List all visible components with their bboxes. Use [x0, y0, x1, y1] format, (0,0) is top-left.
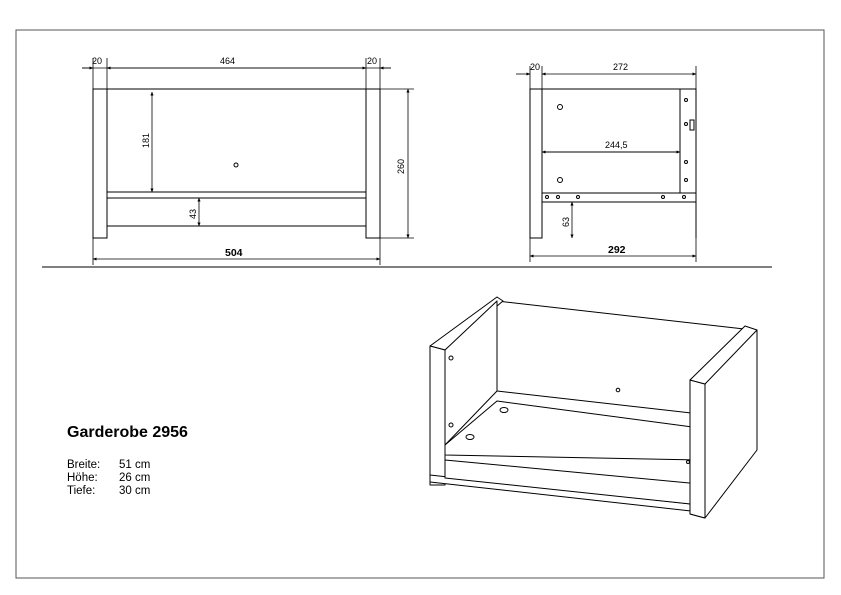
spec-height-label: Höhe:: [67, 472, 98, 484]
page-frame: [15, 29, 825, 579]
front-bottom-rail: [106, 197, 367, 227]
front-right-panel: [365, 88, 381, 239]
spec-depth: Tiefe: 30 cm: [67, 485, 150, 497]
side-dimensions: [516, 66, 697, 262]
dim-right-side: 20: [367, 56, 377, 66]
iso-left-panel: [429, 345, 446, 486]
spec-width-label: Breite:: [67, 459, 101, 471]
spec-width: Breite: 51 cm: [67, 459, 150, 471]
dim-inner-height: 181: [141, 133, 151, 148]
dim-shelf-height: 43: [188, 209, 198, 219]
dim-inner-width: 464: [220, 56, 235, 66]
dim-total-height: 260: [396, 159, 406, 174]
front-dimensions: [82, 58, 414, 265]
front-view: [92, 88, 381, 239]
side-view: [529, 88, 697, 239]
side-back-panel: [529, 88, 543, 239]
dim-back-thickness: 20: [530, 62, 540, 72]
product-title: Garderobe 2956: [67, 424, 188, 441]
dim-depth-inner: 272: [613, 62, 628, 72]
spec-width-value: 51 cm: [119, 459, 151, 471]
dim-shelf-depth: 244,5: [605, 140, 628, 150]
spec-height-value: 26 cm: [119, 472, 151, 484]
dim-total-width: 504: [225, 247, 243, 259]
hanger-hole: [233, 162, 239, 168]
dim-foot-height: 63: [561, 217, 571, 227]
front-shelf: [106, 191, 367, 199]
spec-height: Höhe: 26 cm: [67, 472, 150, 484]
side-front-edge: [679, 88, 697, 194]
dim-left-side: 20: [92, 56, 102, 66]
spec-depth-label: Tiefe:: [67, 485, 96, 497]
dim-total-depth: 292: [608, 244, 626, 256]
isometric-view: [429, 296, 758, 519]
front-left-panel: [92, 88, 108, 239]
spec-depth-value: 30 cm: [119, 485, 151, 497]
